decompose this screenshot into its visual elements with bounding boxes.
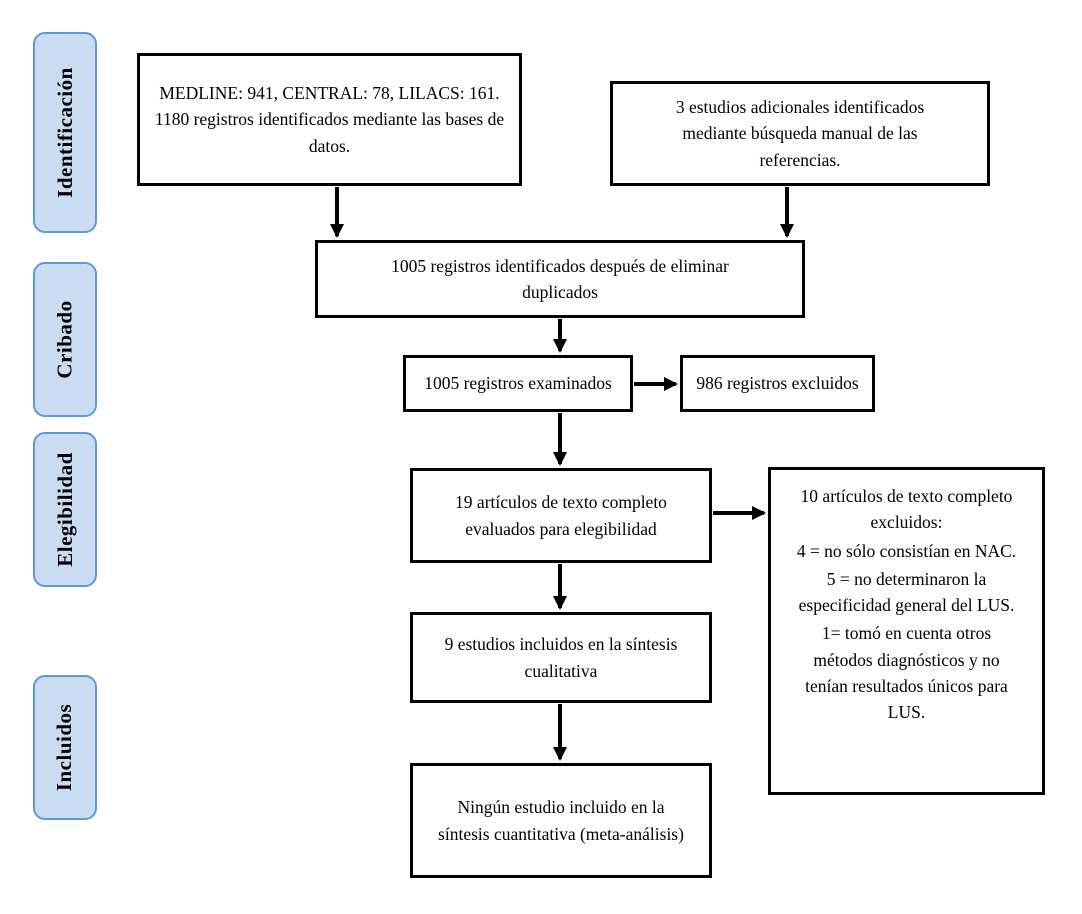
- exclusions-title: 10 artículos de texto completo excluidos…: [800, 486, 1013, 533]
- manual-search-text: 3 estudios adicionales identificados med…: [675, 97, 925, 170]
- stage-label-text: Cribado: [52, 300, 77, 379]
- database-total-text: 1180 registros identificados mediante la…: [154, 109, 505, 156]
- stage-label-identificacion: Identificación: [33, 32, 97, 233]
- stage-label-incluidos: Incluidos: [33, 675, 97, 820]
- records-excluded-text: 986 registros excluidos: [696, 373, 859, 394]
- node-records-screened: 1005 registros examinados: [403, 355, 633, 412]
- exclusion-reason-2: 5 = no determinaron la especificidad gen…: [798, 568, 1015, 615]
- node-after-duplicates: 1005 registros identificados después de …: [315, 240, 805, 318]
- database-counts-text: MEDLINE: 941, CENTRAL: 78, LILACS: 161.: [159, 83, 500, 104]
- after-duplicates-text: 1005 registros identificados después de …: [391, 255, 729, 302]
- node-database-records: MEDLINE: 941, CENTRAL: 78, LILACS: 161. …: [137, 53, 522, 186]
- fulltext-assessed-text: 19 artículos de texto completo evaluados…: [455, 492, 667, 539]
- exclusion-reason-3: 1= tomó en cuenta otros métodos diagnóst…: [805, 623, 1008, 722]
- node-manual-search: 3 estudios adicionales identificados med…: [610, 81, 990, 186]
- node-quantitative-synthesis: Ningún estudio incluido en la síntesis c…: [410, 763, 712, 878]
- node-qualitative-synthesis: 9 estudios incluidos en la síntesis cual…: [410, 612, 712, 703]
- qualitative-synthesis-text: 9 estudios incluidos en la síntesis cual…: [444, 634, 678, 681]
- stage-label-text: Incluidos: [52, 703, 77, 792]
- quantitative-synthesis-text: Ningún estudio incluido en la síntesis c…: [438, 797, 684, 844]
- node-fulltext-exclusions: 10 artículos de texto completo excluidos…: [768, 467, 1045, 795]
- stage-label-elegibilidad: Elegibilidad: [33, 432, 97, 587]
- stage-label-cribado: Cribado: [33, 262, 97, 417]
- exclusion-reason-1: 4 = no sólo consistían en NAC.: [796, 540, 1017, 561]
- node-records-excluded: 986 registros excluidos: [680, 355, 875, 412]
- records-screened-text: 1005 registros examinados: [424, 373, 612, 394]
- node-fulltext-assessed: 19 artículos de texto completo evaluados…: [410, 468, 712, 563]
- stage-label-text: Elegibilidad: [52, 452, 77, 567]
- stage-label-text: Identificación: [52, 67, 77, 198]
